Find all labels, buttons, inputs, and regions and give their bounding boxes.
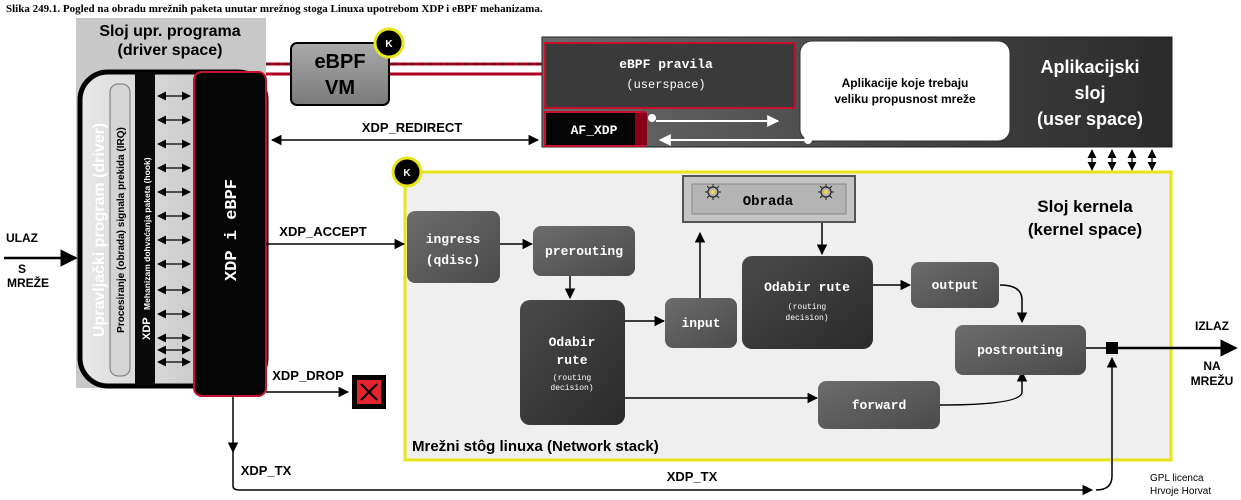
app-layer-line1: Aplikacijski <box>1040 57 1139 77</box>
routing-left-line2: rute <box>556 353 587 368</box>
kernel-layer-line1: Sloj kernela <box>1037 197 1133 216</box>
drop-x-icon <box>360 383 378 401</box>
af-xdp-box <box>544 111 646 147</box>
driver-layer-subtitle: (driver space) <box>118 42 223 59</box>
apps-box <box>799 40 1011 142</box>
k-badge-kernel <box>391 156 423 188</box>
k-badge-vm-label: K <box>385 39 393 50</box>
postrouting-node <box>955 325 1086 375</box>
gear-icon <box>818 184 834 200</box>
figure-caption: Slika 249.1. Pogled na obradu mrežnih pa… <box>6 3 543 15</box>
credits-line1: GPL licenca <box>1150 473 1204 484</box>
xdp-tx-bottom-label: XDP_TX <box>667 469 718 484</box>
routing-left-line4: decision) <box>550 384 593 393</box>
ebpf-vm-line1: eBPF <box>314 51 365 73</box>
af-xdp-label: AF_XDP <box>571 123 618 138</box>
af-xdp-dot-bottom <box>804 136 812 144</box>
xdp-drop-label: XDP_DROP <box>272 368 344 383</box>
input-label: input <box>681 316 720 331</box>
arrow-forward-postrouting <box>939 370 1028 406</box>
user-kernel-arrows <box>1087 149 1157 171</box>
ingress-node <box>407 211 500 283</box>
prerouting-node <box>533 226 635 276</box>
ebpf-vm-box <box>290 42 390 106</box>
hook-label: Mehanizam dohvaćanja paketa (hook) <box>142 157 152 310</box>
irq-label: Procesiranje (obrada) signala prekida (I… <box>116 127 127 333</box>
irq-box <box>109 83 131 377</box>
output-label: output <box>932 278 979 293</box>
af-xdp-dot-top <box>648 114 656 122</box>
forward-node <box>818 381 940 429</box>
obrada-label: Obrada <box>743 194 794 210</box>
xdp-redirect-label: XDP_REDIRECT <box>362 120 462 135</box>
routing-right-line1: Odabir rute <box>764 280 850 295</box>
network-stack-label: Mrežni stôg linuxa (Network stack) <box>412 438 659 455</box>
ebpf-rules-line1: eBPF pravila <box>619 57 713 72</box>
hook-arrows <box>157 91 191 367</box>
ebpf-rules-line2: (userspace) <box>626 78 705 92</box>
izlaz-line1: IZLAZ <box>1195 319 1229 333</box>
apps-line2: veliku propusnost mreže <box>834 92 976 106</box>
output-junction <box>1106 342 1118 354</box>
forward-label: forward <box>852 398 907 413</box>
gear-icon <box>705 184 721 200</box>
routing-left-line1: Odabir <box>549 335 596 350</box>
credits-line2: Hrvoje Horvat <box>1150 486 1211 497</box>
kernel-flow-arrows <box>500 222 1106 406</box>
xdp-tx-bottom-arrow <box>232 452 1094 496</box>
routing-decision-right-node <box>742 256 873 349</box>
driver-program-label: Upravljački program (driver) <box>91 123 108 337</box>
input-node <box>665 298 737 348</box>
hook-xdp-label: XDP <box>141 317 153 340</box>
routing-decision-left-node <box>520 300 625 425</box>
postrouting-label: postrouting <box>977 343 1063 358</box>
arrow-output-postrouting <box>999 284 1028 324</box>
xdp-tx-up-arrow <box>1095 356 1118 491</box>
driver-layer-title: Sloj upr. programa <box>99 23 240 40</box>
ebpf-rules-box <box>544 42 796 109</box>
xdp-ebpf-label: XDP i eBPF <box>223 179 242 281</box>
izlaz-line3: MREŽU <box>1191 373 1234 388</box>
app-layer-line3: (user space) <box>1037 109 1143 129</box>
hook-column <box>135 72 155 386</box>
routing-left-line3: (routing <box>553 374 592 383</box>
ulaz-line2: S <box>18 262 26 276</box>
ebpf-vm-line2: VM <box>325 77 355 99</box>
xdp-accept-label: XDP_ACCEPT <box>279 224 366 239</box>
af-xdp-socket <box>635 113 647 145</box>
output-node <box>911 262 999 308</box>
k-badge-vm <box>373 27 405 59</box>
ulaz-line1: ULAZ <box>6 231 38 245</box>
routing-right-line2: (routing <box>788 303 827 312</box>
k-badge-kernel-label: K <box>403 168 411 179</box>
izlaz-line2: NA <box>1203 359 1221 373</box>
ingress-line2: (qdisc) <box>426 253 481 268</box>
routing-right-line3: decision) <box>785 314 828 323</box>
app-layer-line2: sloj <box>1074 83 1105 103</box>
ulaz-line3: MREŽE <box>7 275 49 290</box>
prerouting-label: prerouting <box>545 244 623 259</box>
kernel-layer-line2: (kernel space) <box>1028 220 1142 239</box>
xdp-tx-left-label: XDP_TX <box>241 463 292 478</box>
xdp-ebpf-box <box>193 71 267 397</box>
apps-line1: Aplikacije koje trebaju <box>842 76 969 90</box>
ingress-line1: ingress <box>426 232 481 247</box>
